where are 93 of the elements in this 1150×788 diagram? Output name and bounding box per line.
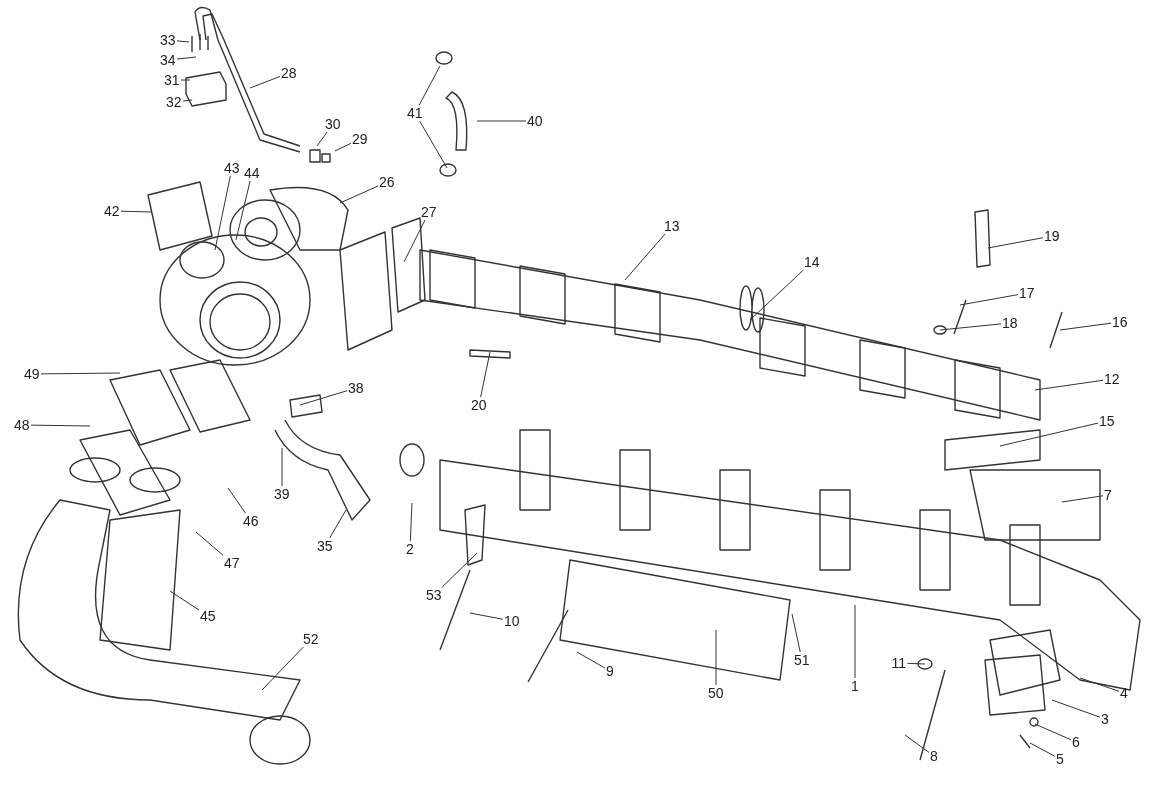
leader-line	[715, 629, 717, 686]
callout-number: 43	[223, 160, 241, 176]
leader-line	[169, 590, 200, 611]
leader-line	[30, 424, 91, 427]
leader-line	[227, 487, 246, 514]
callout-number: 16	[1111, 314, 1129, 330]
leader-line	[469, 612, 504, 620]
leader-line	[419, 120, 448, 169]
leader-line	[476, 120, 527, 122]
leader-line	[480, 351, 491, 398]
callout-number: 3	[1100, 711, 1110, 727]
callout-number: 38	[347, 380, 365, 396]
callout-number: 44	[243, 165, 261, 181]
leader-line	[249, 75, 281, 89]
leader-line	[261, 646, 304, 691]
leader-line	[904, 734, 930, 753]
leader-line	[1034, 723, 1072, 741]
leader-line	[576, 651, 606, 669]
callout-number: 49	[23, 366, 41, 382]
callout-number: 34	[159, 52, 177, 68]
callout-number: 29	[351, 131, 369, 147]
leader-line	[120, 210, 153, 213]
callout-number: 18	[1001, 315, 1019, 331]
callout-number: 46	[242, 513, 260, 529]
callout-number: 28	[280, 65, 298, 81]
callout-number: 13	[663, 218, 681, 234]
leader-line	[334, 142, 352, 152]
callout-number: 7	[1103, 487, 1113, 503]
callout-number: 11	[890, 655, 908, 671]
callout-number: 10	[503, 613, 521, 629]
leader-line	[235, 180, 251, 241]
callout-number: 9	[605, 663, 615, 679]
leader-line	[987, 237, 1044, 249]
callout-number: 17	[1018, 285, 1036, 301]
callout-number: 32	[165, 94, 183, 110]
callout-number: 2	[405, 541, 415, 557]
leader-line	[1034, 379, 1104, 391]
callout-number: 45	[199, 608, 217, 624]
leader-line	[195, 531, 224, 556]
callout-number: 1	[850, 678, 860, 694]
callout-number: 51	[793, 652, 811, 668]
leader-line	[182, 99, 193, 102]
leader-line	[441, 552, 478, 588]
callout-number: 12	[1103, 371, 1121, 387]
callout-number: 35	[316, 538, 334, 554]
leader-line	[939, 323, 1002, 331]
leader-line	[329, 509, 347, 539]
callout-number: 50	[707, 685, 725, 701]
leader-line	[854, 604, 856, 679]
leader-line	[1059, 322, 1112, 331]
callout-number: 26	[378, 174, 396, 190]
leader-line	[214, 175, 231, 251]
leader-line	[791, 613, 801, 653]
callout-number: 40	[526, 113, 544, 129]
callout-number: 6	[1071, 734, 1081, 750]
leader-line	[959, 294, 1019, 306]
callout-number: 14	[803, 254, 821, 270]
leader-line	[418, 65, 441, 106]
leader-line	[316, 131, 328, 147]
callout-number: 4	[1119, 685, 1129, 701]
callout-number: 20	[470, 397, 488, 413]
callout-number: 47	[223, 555, 241, 571]
leader-line	[299, 390, 348, 406]
leader-line	[1061, 495, 1104, 503]
callout-number: 39	[273, 486, 291, 502]
callout-number: 53	[425, 587, 443, 603]
leader-line	[409, 502, 413, 542]
leader-line	[40, 372, 121, 375]
leader-line	[907, 662, 926, 665]
callout-number: 33	[159, 32, 177, 48]
callout-number: 19	[1043, 228, 1061, 244]
callout-number: 41	[406, 105, 424, 121]
callout-number: 48	[13, 417, 31, 433]
leader-line	[176, 40, 190, 43]
callout-number: 8	[929, 748, 939, 764]
leader-line	[1029, 742, 1056, 757]
callout-number: 27	[420, 204, 438, 220]
callout-number: 42	[103, 203, 121, 219]
callout-number: 30	[324, 116, 342, 132]
leader-line	[339, 185, 379, 204]
callout-number: 52	[302, 631, 320, 647]
leader-line	[281, 447, 283, 487]
callout-number: 5	[1055, 751, 1065, 767]
leader-line	[624, 233, 666, 281]
leader-line	[180, 79, 191, 81]
leader-line	[176, 56, 197, 60]
callout-number: 31	[163, 72, 181, 88]
leader-line	[1079, 677, 1120, 692]
callout-number: 15	[1098, 413, 1116, 429]
leader-line	[749, 269, 804, 321]
leader-line	[999, 422, 1099, 447]
leader-line	[1051, 699, 1101, 718]
leader-line	[403, 219, 426, 263]
